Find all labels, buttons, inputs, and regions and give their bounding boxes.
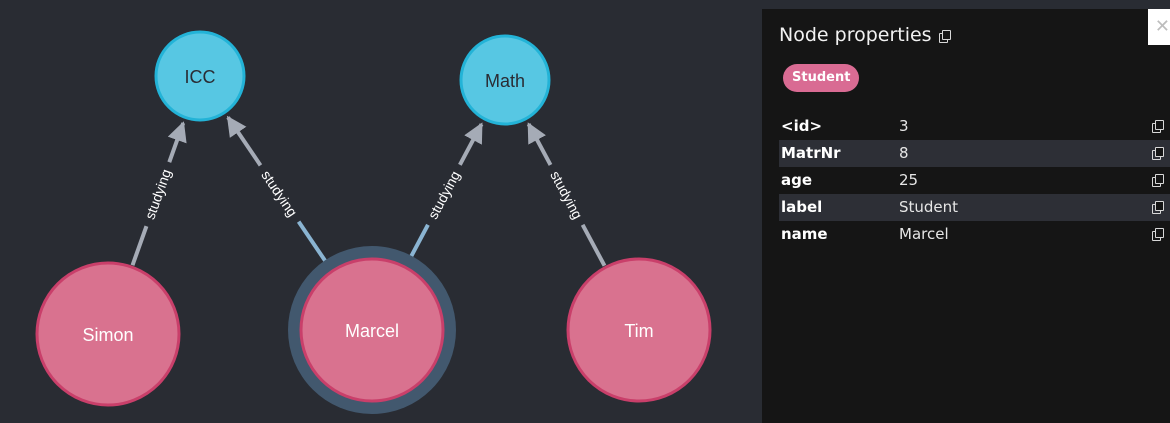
copy-icon[interactable] [938,30,951,43]
node-math[interactable]: Math [459,34,551,126]
property-value: 25 [899,171,919,189]
node-simon[interactable]: Simon [35,261,181,407]
copy-icon[interactable] [1152,228,1164,241]
node-properties-panel: Node properties ✕ Student <id> 3 MatrNr … [762,9,1170,423]
property-row-age: age 25 [779,167,1170,194]
property-row-id: <id> 3 [779,113,1170,140]
relationship-label: studying [547,168,586,222]
node-marcel[interactable]: Marcel [288,246,456,414]
property-key: <id> [781,117,823,135]
relationship-marcel-math[interactable]: studying [404,122,484,267]
node-caption: ICC [185,67,216,87]
relationship-tim-math[interactable]: studying [526,122,607,267]
relationship-line[interactable] [580,223,607,267]
copy-icon[interactable] [1152,174,1164,187]
node-icc[interactable]: ICC [154,30,246,122]
relationship-label: studying [258,167,300,219]
node-caption: Simon [82,325,133,345]
property-value: 3 [899,117,909,135]
properties-table: <id> 3 MatrNr 8 age 25 label Student nam… [779,113,1170,248]
property-key: MatrNr [781,144,841,162]
node-caption: Tim [624,321,653,341]
graph-svg[interactable]: studying studying studying studying ICC MathS… [0,0,762,423]
label-chip-student[interactable]: Student [783,64,860,92]
node-circle[interactable] [299,257,445,403]
property-row-label: label Student [779,194,1170,221]
node-circle[interactable] [566,257,712,403]
relationship-arrow[interactable] [526,122,553,166]
relationship-marcel-icc[interactable]: studying [226,115,333,271]
close-button[interactable]: ✕ [1148,9,1170,45]
copy-icon[interactable] [1152,120,1164,133]
node-circle[interactable] [459,34,551,126]
node-caption: Math [485,71,525,91]
property-key: name [781,225,828,243]
relationship-simon-icc[interactable]: studying [130,121,187,266]
property-key: age [781,171,813,189]
panel-title: Node properties [779,24,932,46]
node-caption: Marcel [345,321,399,341]
relationship-label: studying [142,167,175,222]
copy-icon[interactable] [1152,147,1164,160]
copy-icon[interactable] [1152,201,1164,214]
property-value: Student [899,198,959,216]
relationship-arrow[interactable] [167,121,187,163]
relationship-arrow[interactable] [226,115,263,167]
property-key: label [781,198,823,216]
relationship-arrow[interactable] [458,122,484,166]
node-tim[interactable]: Tim [566,257,712,403]
property-row-matrnr: MatrNr 8 [779,140,1170,167]
property-value: Marcel [899,225,949,243]
node-circle[interactable] [35,261,181,407]
relationship-label: studying [425,168,464,222]
panel-header: Node properties [779,24,951,46]
property-value: 8 [899,144,909,162]
relationship-line[interactable] [130,225,149,266]
property-row-name: name Marcel [779,221,1170,248]
node-circle[interactable] [154,30,246,122]
close-icon: ✕ [1154,16,1170,36]
